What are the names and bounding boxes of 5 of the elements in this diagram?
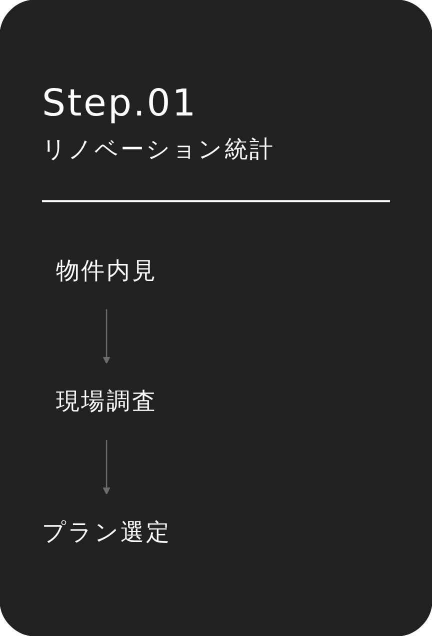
node-text: 現場調査 xyxy=(56,387,158,416)
node-text: 物件内見 xyxy=(56,256,158,284)
arrow xyxy=(102,440,110,495)
arrow xyxy=(102,308,110,364)
node-text: プラン選定 xyxy=(42,518,172,546)
